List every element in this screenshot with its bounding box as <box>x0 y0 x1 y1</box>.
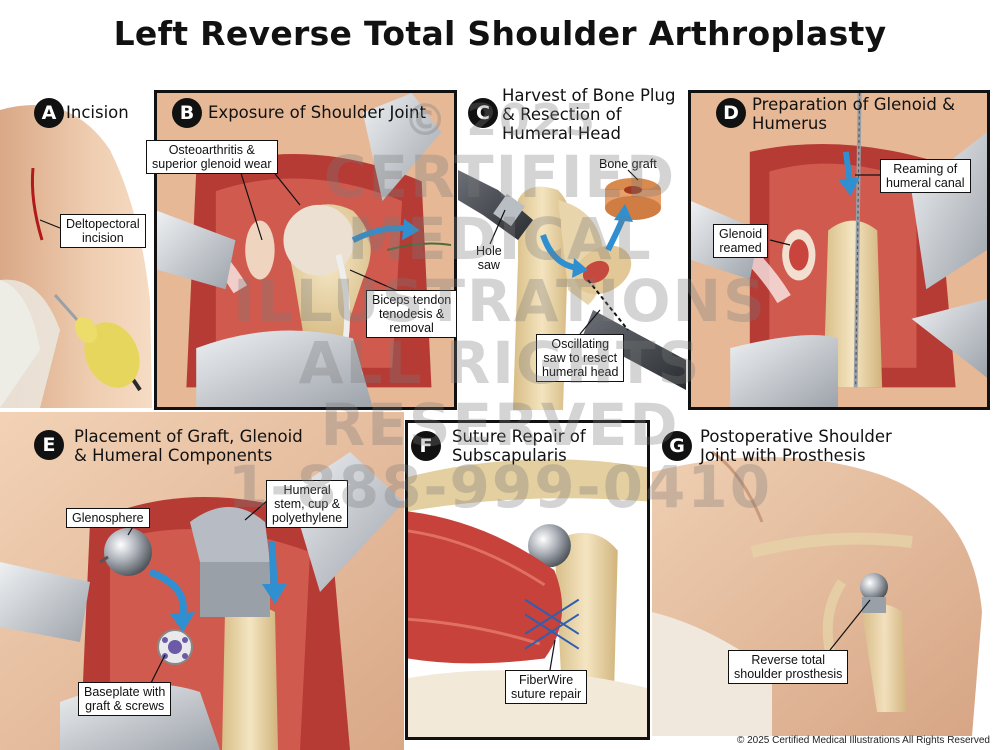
panel-e-badge: E <box>34 430 64 460</box>
callout-line: tenodesis & <box>378 307 445 321</box>
panel-g-title-line: Joint with Prosthesis <box>700 446 866 465</box>
panel-b-title-line: Exposure of Shoulder Joint <box>208 103 426 122</box>
panel-a-illustration <box>0 90 152 408</box>
copyright-footer: © 2025 Certified Medical Illustrations A… <box>736 735 990 746</box>
callout-osteoarthritis: Osteoarthritis & superior glenoid wear <box>146 140 278 174</box>
callout-fiberwire: FiberWire suture repair <box>505 670 588 704</box>
callout-line: Glenoid <box>719 227 763 241</box>
panel-c-title: Harvest of Bone Plug & Resection of Hume… <box>502 86 675 143</box>
callout-line: stem, cup & <box>274 497 341 511</box>
callout-line: humeral canal <box>886 176 965 190</box>
panel-e-title-line: Placement of Graft, Glenoid <box>74 427 303 446</box>
callout-line: shoulder prosthesis <box>734 667 843 681</box>
callout-glenosphere: Glenosphere <box>66 508 150 528</box>
callout-line: Osteoarthritis & <box>168 143 255 157</box>
page-title: Left Reverse Total Shoulder Arthroplasty <box>113 14 887 53</box>
callout-line: suture repair <box>511 687 582 701</box>
callout-line: Baseplate with <box>84 685 166 699</box>
callout-line: Glenosphere <box>72 511 144 525</box>
panel-d-badge: D <box>716 98 746 128</box>
callout-line: Humeral <box>283 483 331 497</box>
panel-g-title-line: Postoperative Shoulder <box>700 427 892 446</box>
panel-d <box>688 90 990 410</box>
callout-humeral-stem: Humeral stem, cup & polyethylene <box>266 480 349 528</box>
label-hole-saw: Hole saw <box>476 244 502 272</box>
label-line: Bone graft <box>599 157 657 171</box>
panel-f-badge: F <box>411 431 441 461</box>
panel-b <box>154 90 457 410</box>
panel-f-title-line: Subscapularis <box>452 446 567 465</box>
panel-b-badge: B <box>172 98 202 128</box>
callout-line: superior glenoid wear <box>152 157 272 171</box>
callout-baseplate: Baseplate with graft & screws <box>78 682 172 716</box>
panel-a-title-line: Incision <box>66 103 129 122</box>
callout-reaming-humeral-canal: Reaming of humeral canal <box>880 159 971 193</box>
callout-line: humeral head <box>542 365 619 379</box>
panel-a-title: Incision <box>66 103 129 122</box>
panel-d-title: Preparation of Glenoid & Humerus <box>752 95 955 133</box>
callout-glenoid-reamed: Glenoid reamed <box>713 224 769 258</box>
callout-deltopectoral-incision: Deltopectoral incision <box>60 214 146 248</box>
panel-a-badge: A <box>34 98 64 128</box>
panel-c-title-line: Humeral Head <box>502 124 621 143</box>
callout-line: Biceps tendon <box>372 293 452 307</box>
panel-d-illustration <box>691 93 987 407</box>
panel-f-title: Suture Repair of Subscapularis <box>452 427 586 465</box>
callout-oscillating-saw: Oscillating saw to resect humeral head <box>536 334 625 382</box>
label-line: Hole <box>476 244 502 258</box>
callout-line: Reaming of <box>893 162 958 176</box>
callout-biceps-tenodesis: Biceps tendon tenodesis & removal <box>366 290 458 338</box>
callout-line: FiberWire <box>519 673 574 687</box>
callout-line: Reverse total <box>751 653 826 667</box>
label-line: saw <box>477 258 500 272</box>
panel-c-badge: C <box>468 98 498 128</box>
callout-line: removal <box>389 321 434 335</box>
callout-line: saw to resect <box>543 351 618 365</box>
panel-c-title-line: Harvest of Bone Plug <box>502 86 676 105</box>
callout-reverse-prosthesis: Reverse total shoulder prosthesis <box>728 650 849 684</box>
callout-line: polyethylene <box>272 511 343 525</box>
panel-d-title-line: Preparation of Glenoid & <box>752 95 955 114</box>
label-bone-graft: Bone graft <box>599 157 657 171</box>
callout-line: Deltopectoral <box>66 217 140 231</box>
panel-g-badge: G <box>662 431 692 461</box>
panel-f-title-line: Suture Repair of <box>452 427 586 446</box>
panel-e-title-line: & Humeral Components <box>74 446 273 465</box>
panel-c-title-line: & Resection of <box>502 105 622 124</box>
panel-a <box>0 90 152 408</box>
panel-d-title-line: Humerus <box>752 114 827 133</box>
callout-line: incision <box>81 231 124 245</box>
callout-line: graft & screws <box>85 699 165 713</box>
panel-g-title: Postoperative Shoulder Joint with Prosth… <box>700 427 892 465</box>
panel-e-title: Placement of Graft, Glenoid & Humeral Co… <box>74 427 303 465</box>
panel-b-title: Exposure of Shoulder Joint <box>208 103 426 122</box>
callout-line: Oscillating <box>551 337 610 351</box>
callout-line: reamed <box>719 241 762 255</box>
